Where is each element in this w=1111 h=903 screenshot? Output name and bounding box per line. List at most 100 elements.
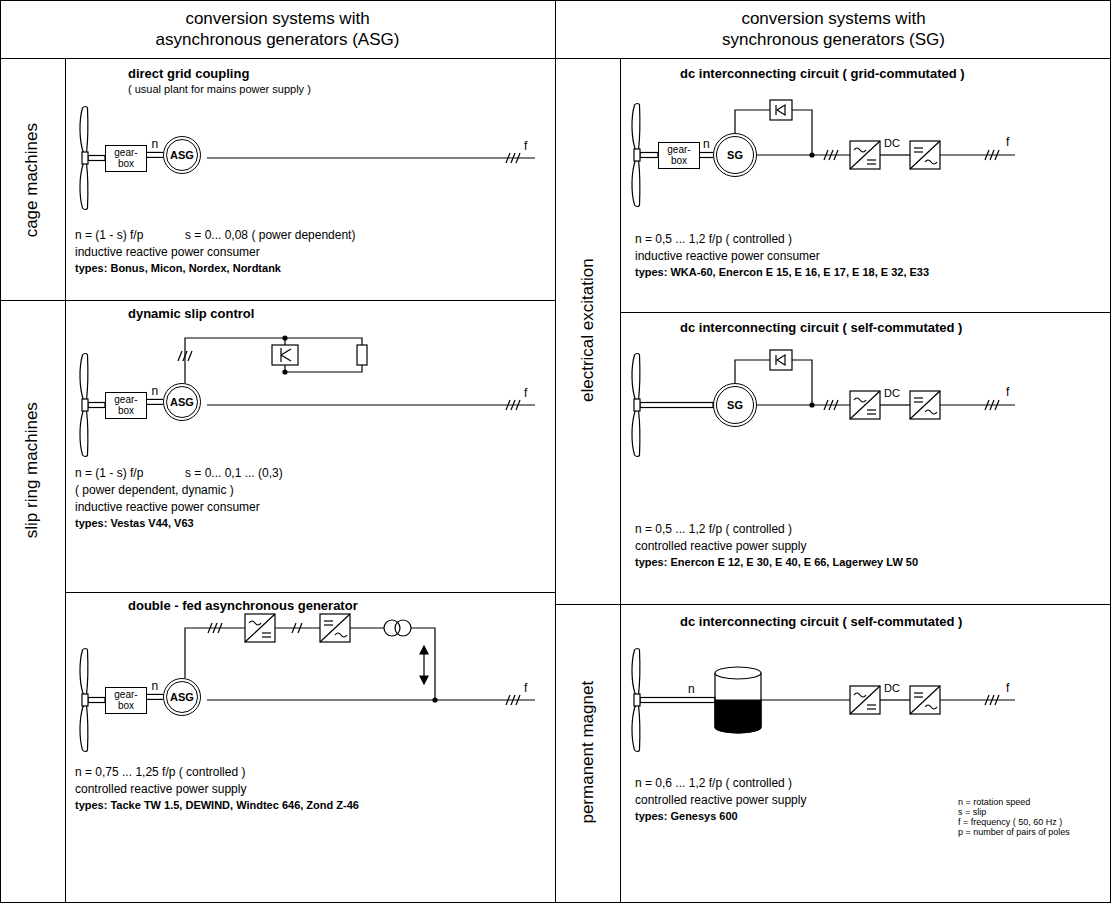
line-art bbox=[824, 400, 838, 410]
line-art bbox=[80, 354, 88, 457]
formula-text: n = 0,6 ... 1,2 f/p ( controlled ) bbox=[635, 776, 792, 790]
line-art bbox=[357, 345, 367, 365]
signal-label: f bbox=[1006, 136, 1009, 149]
shaft-connector bbox=[147, 399, 163, 404]
line-art bbox=[284, 338, 285, 345]
line-art bbox=[292, 623, 302, 633]
node-text: gear- box bbox=[659, 145, 699, 166]
formula-text: ( power dependent, dynamic ) bbox=[75, 483, 234, 497]
legend-note: f = frequency ( 50, 60 Hz ) bbox=[958, 818, 1062, 828]
shaft-line bbox=[147, 404, 163, 405]
table-panel: direct grid coupling( usual plant for ma… bbox=[66, 59, 555, 300]
formula-text: s = 0... 0,08 ( power dependent) bbox=[185, 228, 355, 242]
shaft-connector bbox=[147, 152, 163, 157]
node-text: ASG bbox=[170, 691, 194, 703]
shaft-line bbox=[700, 157, 713, 158]
node-text: SG bbox=[727, 399, 743, 411]
signal-label: DC bbox=[884, 387, 900, 399]
node-text: gear- box bbox=[106, 690, 146, 711]
table-panel: dc interconnecting circuit ( self-commut… bbox=[621, 313, 1110, 604]
line-art bbox=[850, 686, 880, 714]
node-text: electrical excitation bbox=[578, 258, 598, 402]
node-text: ASG bbox=[170, 396, 194, 408]
panel-subtitle: ( usual plant for mains power supply ) bbox=[128, 83, 311, 96]
line-art bbox=[715, 673, 761, 733]
panel-title: double - fed asynchronous generator bbox=[128, 598, 358, 614]
line-art bbox=[940, 154, 1015, 155]
shaft-line bbox=[147, 696, 163, 697]
permanent-magnet-drawing bbox=[632, 649, 1015, 752]
formula-text: controlled reactive power supply bbox=[635, 793, 806, 807]
signal-label: f bbox=[524, 140, 527, 153]
table-panel: dc interconnecting circuit ( self-commut… bbox=[621, 605, 1110, 902]
line-art bbox=[910, 391, 940, 419]
line-art bbox=[735, 110, 770, 133]
legend-note: p = number of pairs of poles bbox=[958, 828, 1070, 838]
panel-title: direct grid coupling bbox=[128, 66, 249, 82]
line-art bbox=[185, 628, 245, 678]
node-text: gear- box bbox=[106, 148, 146, 169]
formula-text: inductive reactive power consumer bbox=[75, 245, 260, 259]
speed-label: n bbox=[152, 385, 159, 398]
gearbox-box: gear- box bbox=[105, 687, 147, 714]
line-art bbox=[985, 150, 999, 160]
line-art bbox=[350, 627, 384, 628]
formula-text: inductive reactive power consumer bbox=[75, 500, 260, 514]
line-art bbox=[88, 403, 105, 408]
signal-label: n bbox=[688, 683, 695, 696]
signal-label: f bbox=[524, 682, 527, 695]
signal-label: f bbox=[524, 387, 527, 400]
formula-text: n = (1 - s) f/p bbox=[75, 228, 143, 242]
speed-label: n bbox=[152, 680, 159, 693]
line-art bbox=[880, 699, 910, 700]
types-text: types: Genesys 600 bbox=[635, 810, 738, 823]
signal-label: DC bbox=[884, 682, 900, 694]
node-text: ASG bbox=[170, 149, 194, 161]
node-text: SG bbox=[727, 149, 743, 161]
shaft-line bbox=[147, 399, 163, 400]
shaft-connector bbox=[147, 694, 163, 699]
legend-note: n = rotation speed bbox=[958, 798, 1030, 808]
line-art bbox=[88, 156, 105, 161]
line-art bbox=[281, 355, 291, 361]
line-art bbox=[275, 627, 320, 628]
panel-title: dc interconnecting circuit ( grid-commut… bbox=[680, 66, 965, 82]
generator-circle: SG bbox=[713, 383, 757, 427]
line-art bbox=[880, 404, 910, 405]
line-art bbox=[632, 354, 640, 457]
line-art bbox=[506, 400, 520, 410]
line-art bbox=[320, 614, 350, 642]
node-text: gear- box bbox=[106, 395, 146, 416]
line-art bbox=[411, 628, 435, 700]
line-art bbox=[620, 312, 1111, 313]
line-art bbox=[985, 400, 999, 410]
line-art bbox=[640, 698, 715, 703]
line-art bbox=[792, 110, 812, 155]
gearbox-box: gear- box bbox=[105, 392, 147, 419]
table-panel: dc interconnecting circuit ( grid-commut… bbox=[621, 59, 1110, 312]
types-text: types: WKA-60, Enercon E 15, E 16, E 17,… bbox=[635, 266, 929, 279]
line-art bbox=[792, 360, 812, 405]
line-art bbox=[632, 104, 640, 207]
types-text: types: Enercon E 12, E 30, E 40, E 66, L… bbox=[635, 556, 918, 569]
line-art bbox=[207, 699, 535, 700]
line-art bbox=[178, 351, 192, 361]
formula-text: n = 0,75 ... 1,25 f/p ( controlled ) bbox=[75, 765, 245, 779]
line-art bbox=[185, 338, 362, 383]
row-group-label: slip ring machines bbox=[22, 402, 42, 538]
shaft-line bbox=[147, 699, 163, 700]
formula-text: s = 0... 0,1 ... (0,3) bbox=[185, 466, 283, 480]
signal-label: DC bbox=[884, 137, 900, 149]
line-art bbox=[640, 403, 713, 408]
line-art bbox=[715, 667, 761, 679]
line-art bbox=[770, 350, 792, 370]
line-art bbox=[433, 698, 437, 702]
formula-text: inductive reactive power consumer bbox=[635, 249, 820, 263]
formula-text: n = 0,5 ... 1,2 f/p ( controlled ) bbox=[635, 232, 792, 246]
row-group-label: cage machines bbox=[22, 123, 42, 237]
node-text: cage machines bbox=[22, 123, 42, 237]
line-art bbox=[850, 141, 880, 169]
